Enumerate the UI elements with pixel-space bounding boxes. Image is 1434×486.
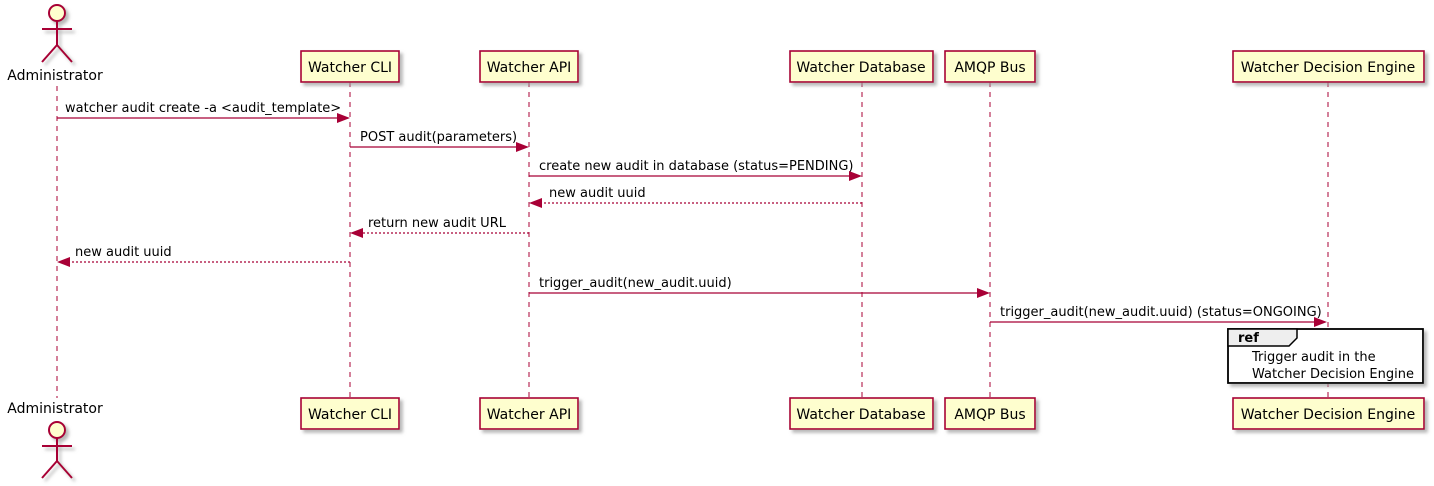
participant-box	[789, 397, 934, 430]
lifelines	[56, 82, 1329, 398]
message-label: watcher audit create -a <audit_template>	[65, 101, 341, 116]
participant-watcher-cli-top: Watcher CLI	[300, 50, 400, 83]
actor-administrator-bottom: Administrator	[7, 401, 103, 479]
message-label: trigger_audit(new_audit.uuid)	[539, 276, 732, 291]
participant-box	[944, 397, 1036, 430]
message-label: trigger_audit(new_audit.uuid) (status=ON…	[1000, 305, 1322, 320]
participant-watcher-decision-engine-bottom: Watcher Decision Engine	[1232, 397, 1425, 430]
message-label: create new audit in database (status=PEN…	[539, 159, 854, 174]
ref-fragment: ref Trigger audit in the Watcher Decisio…	[1227, 328, 1424, 384]
ref-text-line-1: Trigger audit in the	[1251, 350, 1376, 365]
message-5: return new audit URL	[350, 216, 529, 238]
arrowhead-right-icon	[1314, 317, 1327, 327]
participant-label: AMQP Bus	[954, 407, 1025, 423]
participants-bottom: Watcher CLI Watcher API Watcher Database…	[300, 397, 1425, 430]
arrowhead-right-icon	[977, 288, 990, 298]
message-4: new audit uuid	[529, 186, 862, 208]
arrowhead-left-icon	[350, 228, 363, 238]
message-3: create new audit in database (status=PEN…	[529, 159, 862, 181]
participant-label: Watcher Decision Engine	[1241, 60, 1415, 76]
participant-watcher-database-bottom: Watcher Database	[789, 397, 934, 430]
actor-icon	[41, 4, 73, 63]
arrowhead-right-icon	[516, 142, 529, 152]
participant-watcher-cli-bottom: Watcher CLI	[300, 397, 400, 430]
participant-box	[300, 397, 400, 430]
participant-label: AMQP Bus	[954, 60, 1025, 76]
participant-label: Watcher Decision Engine	[1241, 407, 1415, 423]
participants-top: Watcher CLI Watcher API Watcher Database…	[300, 50, 1425, 83]
message-label: new audit uuid	[549, 186, 646, 201]
participant-box	[1232, 397, 1425, 430]
message-1: watcher audit create -a <audit_template>	[57, 101, 350, 123]
participant-label: Watcher CLI	[308, 60, 392, 76]
participant-watcher-decision-engine-top: Watcher Decision Engine	[1232, 50, 1425, 83]
message-label: new audit uuid	[75, 245, 172, 260]
arrowhead-right-icon	[849, 171, 862, 181]
participant-box	[479, 397, 579, 430]
participant-watcher-api-bottom: Watcher API	[479, 397, 579, 430]
message-label: POST audit(parameters)	[360, 130, 517, 145]
participant-watcher-api-top: Watcher API	[479, 50, 579, 83]
participant-box	[300, 50, 400, 83]
participant-amqp-bus-top: AMQP Bus	[944, 50, 1036, 83]
participant-label: Watcher CLI	[308, 407, 392, 423]
arrowhead-left-icon	[529, 198, 542, 208]
participant-label: Watcher Database	[796, 60, 925, 76]
actor-label: Administrator	[7, 68, 103, 84]
message-6: new audit uuid	[57, 245, 350, 267]
message-2: POST audit(parameters)	[350, 130, 529, 152]
message-8: trigger_audit(new_audit.uuid) (status=ON…	[990, 305, 1327, 327]
participant-box	[789, 50, 934, 83]
participant-amqp-bus-bottom: AMQP Bus	[944, 397, 1036, 430]
participant-box	[479, 50, 579, 83]
ref-keyword: ref	[1238, 331, 1259, 346]
message-label: return new audit URL	[368, 216, 507, 231]
ref-text-line-2: Watcher Decision Engine	[1252, 367, 1414, 382]
message-7: trigger_audit(new_audit.uuid)	[529, 276, 990, 298]
arrowhead-left-icon	[57, 257, 70, 267]
messages: watcher audit create -a <audit_template>…	[57, 101, 1327, 327]
participant-box	[1232, 50, 1425, 83]
participant-watcher-database-top: Watcher Database	[789, 50, 934, 83]
ref-pentagon-icon	[1227, 328, 1298, 347]
arrowhead-right-icon	[337, 113, 350, 123]
actor-icon	[41, 421, 73, 479]
participant-label: Watcher Database	[796, 407, 925, 423]
participant-box	[944, 50, 1036, 83]
actor-administrator-top: Administrator	[7, 4, 103, 84]
actor-label: Administrator	[7, 401, 103, 417]
participant-label: Watcher API	[487, 60, 572, 76]
participant-label: Watcher API	[487, 407, 572, 423]
